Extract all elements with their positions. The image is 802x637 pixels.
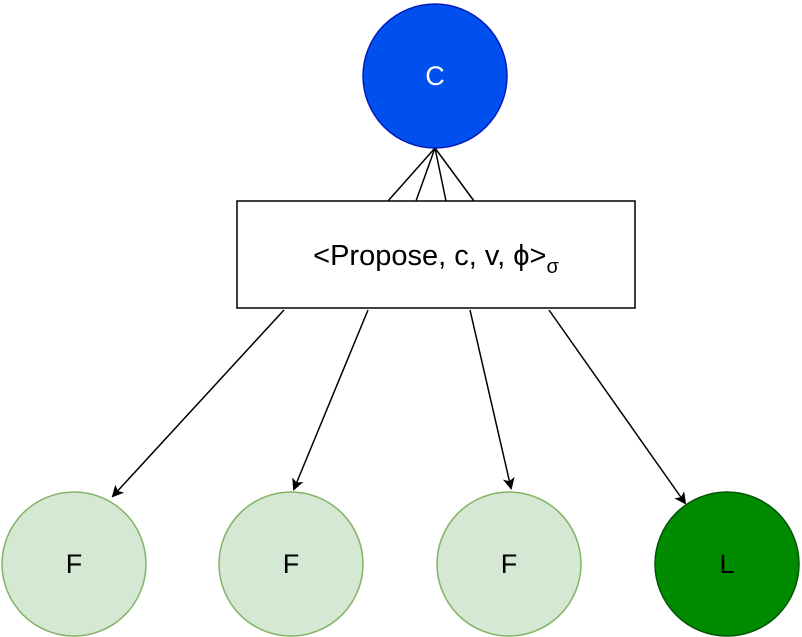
follower-node-2: F	[218, 491, 364, 637]
fanout-line-3	[434, 147, 447, 202]
fanout-line-1	[387, 147, 436, 202]
leader-circle	[654, 491, 800, 637]
follower-circle	[1, 491, 147, 637]
follower-node-1: F	[1, 491, 147, 637]
follower-label: F	[66, 549, 83, 579]
propose-message-box: <Propose, c, v, ϕ>σ	[236, 200, 636, 309]
coordinator-node: C	[362, 3, 508, 149]
follower-circle	[218, 491, 364, 637]
follower-label: F	[501, 549, 518, 579]
message-main-text: <Propose, c, v, ϕ>	[313, 240, 546, 272]
coordinator-label: C	[425, 61, 445, 91]
message-to-node-arrows	[111, 309, 687, 505]
arrow-to-follower-1	[111, 309, 285, 498]
fanout-line-2	[415, 147, 436, 202]
arrow-to-follower-2	[292, 309, 369, 491]
follower-label: F	[283, 549, 300, 579]
arrow-to-follower-3	[469, 309, 515, 490]
coordinator-to-message-edges	[387, 147, 475, 202]
message-subscript: σ	[546, 256, 559, 278]
message-rect	[236, 200, 636, 309]
follower-circle	[436, 491, 582, 637]
fanout-line-4	[434, 147, 475, 202]
coordinator-circle	[362, 3, 508, 149]
message-label: <Propose, c, v, ϕ>σ	[313, 240, 559, 278]
leader-label: L	[719, 549, 734, 579]
arrow-to-leader	[548, 309, 687, 505]
leader-node: L	[654, 491, 800, 637]
follower-node-3: F	[436, 491, 582, 637]
